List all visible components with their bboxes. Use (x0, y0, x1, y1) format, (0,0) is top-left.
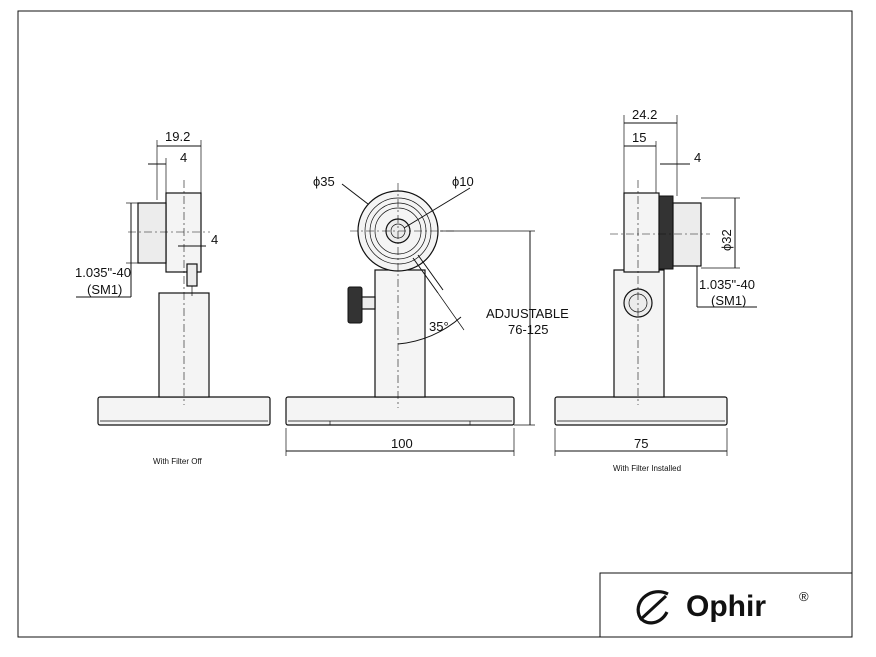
side-view-filter-off: 19.2 4 4 1.035"-40 (SM1) With Filter Off (75, 129, 271, 466)
right-dia: ϕ32 (719, 229, 734, 251)
left-thread-spec: 1.035"-40 (75, 265, 131, 280)
left-thread-std: (SM1) (87, 282, 122, 297)
center-adjust-range: 76-125 (508, 322, 548, 337)
center-base-width: 100 (391, 436, 413, 451)
right-base-width: 75 (634, 436, 648, 451)
right-dim-total: 24.2 (632, 107, 657, 122)
ophir-logo-mark (636, 590, 669, 625)
left-dim-top: 4 (180, 150, 187, 165)
left-dim-total: 19.2 (165, 129, 190, 144)
left-set-screw (186, 263, 198, 287)
left-caption: With Filter Off (153, 457, 203, 466)
right-caption: With Filter Installed (613, 464, 681, 473)
brand-name: Ophir (686, 590, 766, 623)
center-dia-inner: ϕ10 (452, 174, 474, 189)
left-thread (137, 202, 167, 264)
right-thread (672, 202, 702, 267)
right-thread-std: (SM1) (711, 293, 746, 308)
center-knob (347, 286, 363, 324)
left-head (165, 192, 202, 273)
front-view: ϕ35 ϕ10 35° ADJUSTABLE 76-125 100 (285, 174, 569, 456)
brand-registered: ® (799, 589, 809, 604)
right-thread-spec: 1.035"-40 (699, 277, 755, 292)
sheet-border (17, 10, 853, 638)
left-dim-side: 4 (211, 232, 218, 247)
center-adjustable: ADJUSTABLE (486, 306, 569, 321)
center-post (374, 269, 426, 398)
center-dia-outer: ϕ35 (313, 174, 335, 189)
title-block: Ophir ® (599, 572, 853, 638)
right-filter-knurl (658, 195, 674, 270)
center-knob-stem (360, 296, 376, 310)
center-angle: 35° (429, 319, 449, 334)
side-view-filter-installed: 24.2 15 4 ϕ32 1.035"-40 (SM1) 75 With Fi… (554, 107, 757, 473)
right-dim-mid: 15 (632, 130, 646, 145)
right-head (623, 192, 660, 273)
right-dim-small: 4 (694, 150, 701, 165)
